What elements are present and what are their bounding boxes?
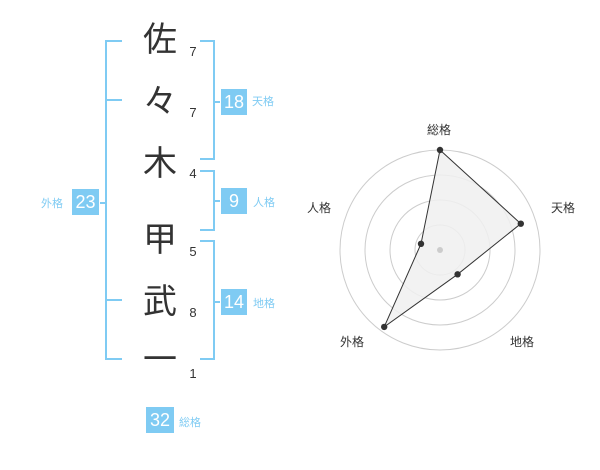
tenkaku-label: 天格 <box>252 95 274 108</box>
name-char-4: 甲 <box>143 220 177 260</box>
radar-axis-label-soukaku: 総格 <box>427 123 452 137</box>
radar-point-1 <box>436 146 444 154</box>
gaikaku-value: 23 <box>72 189 99 215</box>
gaikaku-label: 外格 <box>41 197 63 210</box>
stroke-count-4: 5 <box>189 244 197 259</box>
stroke-count-3: 4 <box>189 166 197 181</box>
radar-svg <box>339 146 541 351</box>
gaikaku-bracket <box>105 40 122 360</box>
radar-axis-label-chikaku: 地格 <box>510 335 535 349</box>
soukaku-value: 32 <box>146 407 174 433</box>
radar-axis-label-tenkaku: 天格 <box>551 201 576 215</box>
radar-center-dot <box>437 247 443 253</box>
bracket-lines <box>100 40 220 360</box>
jinkaku-value: 9 <box>221 188 247 214</box>
radar-point-4 <box>381 323 388 331</box>
soukaku-label: 総格 <box>179 416 201 429</box>
tenkaku-bracket <box>200 40 215 160</box>
stroke-count-1: 7 <box>189 44 197 59</box>
name-char-1: 佐 <box>143 20 177 60</box>
jinkaku-label: 人格 <box>253 196 275 209</box>
radar-axis-label-jinkaku: 人格 <box>307 201 332 215</box>
name-char-2: 々 <box>143 82 177 122</box>
chikaku-label: 地格 <box>253 297 275 310</box>
radar-point-2 <box>517 220 524 227</box>
radar-series-area <box>382 149 522 329</box>
chikaku-bracket <box>200 240 215 360</box>
name-breakdown: 佐 々 木 甲 武 一 7 7 4 5 8 1 18 天格 9 人格 14 地格… <box>41 20 275 433</box>
name-char-3: 木 <box>143 144 177 184</box>
stroke-count-2: 7 <box>189 105 197 120</box>
name-char-5: 武 <box>143 282 177 322</box>
radar-axis-label-gaikaku: 外格 <box>340 335 365 349</box>
name-char-6: 一 <box>143 340 177 380</box>
stroke-count-5: 8 <box>189 305 197 320</box>
radar-point-3 <box>454 271 461 278</box>
stroke-count-6: 1 <box>189 366 197 381</box>
tenkaku-value: 18 <box>221 89 247 115</box>
radar-point-5 <box>417 240 425 247</box>
chikaku-value: 14 <box>221 289 247 315</box>
radar-chart: 総格 天格 地格 外格 人格 <box>300 0 600 470</box>
